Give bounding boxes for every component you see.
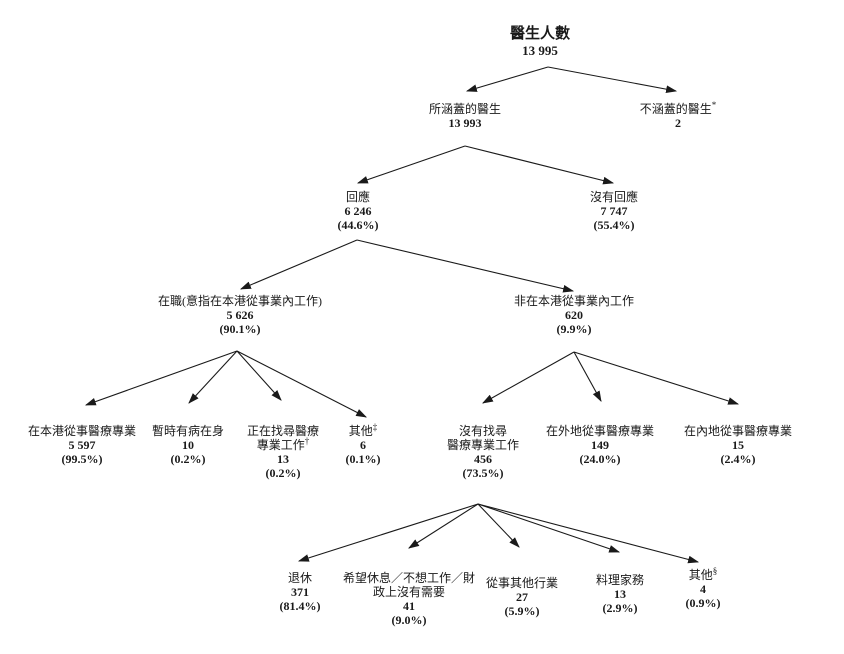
footnote-marker-double-dagger: ‡ <box>372 422 378 432</box>
node-label: 在外地從事醫療專業 <box>545 424 655 438</box>
node-others-bottom: 其他§ 4 (0.9%) <box>685 566 721 611</box>
node-label-line1: 希望休息／不想工作／財 <box>342 571 476 585</box>
node-responded: 回應 6 246 (44.6%) <box>338 190 379 232</box>
node-label: 在內地從事醫療專業 <box>683 424 793 438</box>
node-value: 149 <box>590 438 609 452</box>
node-value: 371 <box>291 585 309 599</box>
node-percent: (0.2%) <box>170 452 206 466</box>
node-percent: (81.4%) <box>279 599 321 613</box>
node-label: 退休 <box>287 571 312 585</box>
node-seeking-medical-work: 正在找尋醫療 專業工作† 13 (0.2%) <box>247 424 319 480</box>
node-value: 27 <box>515 590 528 604</box>
footnote-marker-asterisk: * <box>711 100 717 110</box>
node-practising-overseas: 在外地從事醫療專業 149 (24.0%) <box>546 424 654 466</box>
node-retired: 退休 371 (81.4%) <box>280 571 321 613</box>
node-value: 620 <box>564 308 583 322</box>
edge-working-tempill <box>188 350 238 404</box>
edge-notworking-mainland <box>573 351 740 405</box>
node-not-seeking-medical-work: 沒有找尋 醫療專業工作 456 (73.5%) <box>447 424 519 480</box>
node-value: 6 246 <box>344 204 372 218</box>
node-value: 10 <box>181 438 194 452</box>
node-no-response: 沒有回應 7 747 (55.4%) <box>590 190 638 232</box>
edge-working-seeking <box>236 350 282 401</box>
footnote-marker-section: § <box>712 566 718 576</box>
node-value: 4 <box>700 582 706 596</box>
node-label-line1: 正在找尋醫療 <box>246 424 320 438</box>
node-percent: (9.9%) <box>556 322 592 336</box>
node-label: 從事其他行業 <box>485 576 559 590</box>
node-value: 6 <box>360 438 366 452</box>
edge-responded-working <box>239 239 358 290</box>
node-value: 41 <box>402 599 415 613</box>
node-percent: (2.9%) <box>602 601 638 615</box>
node-percent: (5.9%) <box>504 604 540 618</box>
edge-working-practisinghk <box>84 350 238 406</box>
node-percent: (9.0%) <box>391 613 427 627</box>
node-value: 13 993 <box>448 116 482 130</box>
node-value: 456 <box>473 452 492 466</box>
edge-notseeking-otherbottom <box>477 503 700 564</box>
node-temporarily-ill: 暫時有病在身 10 (0.2%) <box>152 424 224 466</box>
node-value: 5 626 <box>226 308 254 322</box>
edge-notworking-notseeking <box>482 351 575 404</box>
node-percent: (0.9%) <box>685 596 721 610</box>
node-other-industry: 從事其他行業 27 (5.9%) <box>486 576 558 618</box>
node-label: 回應 <box>345 190 370 204</box>
node-value: 13 <box>613 587 626 601</box>
node-label: 在本港從事醫療專業 <box>27 424 137 438</box>
node-value: 13 995 <box>522 43 558 58</box>
edge-notseeking-housework <box>477 503 621 553</box>
node-percent: (55.4%) <box>593 218 635 232</box>
node-label: 沒有回應 <box>589 190 639 204</box>
edge-notseeking-otherindustry <box>477 503 520 548</box>
node-label: 在職(意指在本港從事業內工作) <box>158 294 322 308</box>
node-percent: (44.6%) <box>337 218 379 232</box>
node-percent: (99.5%) <box>61 452 103 466</box>
node-label: 料理家務 <box>595 573 645 587</box>
node-label: 其他‡ <box>348 422 378 439</box>
node-housework: 料理家務 13 (2.9%) <box>596 573 644 615</box>
node-label-line1: 沒有找尋 <box>458 424 508 438</box>
node-value: 13 <box>276 452 289 466</box>
node-percent: (24.0%) <box>579 452 621 466</box>
node-percent: (0.2%) <box>265 466 301 480</box>
node-practising-in-hk: 在本港從事醫療專業 5 597 (99.5%) <box>28 424 136 466</box>
node-label: 所涵蓋的醫生 <box>428 102 502 116</box>
node-wish-to-rest: 希望休息／不想工作／財 政上沒有需要 41 (9.0%) <box>343 571 475 627</box>
node-value: 2 <box>674 116 681 130</box>
node-label-line2: 政上沒有需要 <box>372 585 446 599</box>
node-value: 7 747 <box>600 204 628 218</box>
node-percent: (2.4%) <box>720 452 756 466</box>
node-percent: (0.1%) <box>345 452 381 466</box>
edge-notseeking-retired <box>297 503 479 562</box>
node-percent: (73.5%) <box>462 466 504 480</box>
node-total-doctors: 醫生人數 13 995 <box>510 26 570 58</box>
edge-covered-responded <box>356 145 466 184</box>
node-label: 其他§ <box>688 566 718 583</box>
node-not-covered-doctors: 不涵蓋的醫生* 2 <box>639 100 717 131</box>
edge-working-otheractive <box>236 350 367 418</box>
node-practising-mainland: 在內地從事醫療專業 15 (2.4%) <box>684 424 792 466</box>
node-label-line2: 醫療專業工作 <box>446 438 520 452</box>
node-covered-doctors: 所涵蓋的醫生 13 993 <box>429 102 501 130</box>
node-label-line2: 專業工作† <box>256 436 310 453</box>
edge-notworking-overseas <box>573 351 602 402</box>
edge-covered-noresponse <box>464 145 615 185</box>
node-label: 暫時有病在身 <box>151 424 225 438</box>
edge-notseeking-wishrest <box>408 503 479 549</box>
node-value: 5 597 <box>68 438 96 452</box>
node-label: 不涵蓋的醫生* <box>639 100 717 117</box>
node-value: 15 <box>731 438 744 452</box>
footnote-marker-dagger: † <box>304 436 310 446</box>
edge-responded-notworking <box>356 239 575 293</box>
node-percent: (90.1%) <box>219 322 261 336</box>
edge-total-covered <box>465 66 549 92</box>
node-working-in-hk: 在職(意指在本港從事業內工作) 5 626 (90.1%) <box>158 294 322 336</box>
node-label: 非在本港從事業內工作 <box>513 294 635 308</box>
node-not-working-in-hk: 非在本港從事業內工作 620 (9.9%) <box>514 294 634 336</box>
edge-total-notcovered <box>547 66 678 93</box>
node-label: 醫生人數 <box>509 26 571 42</box>
node-others-active: 其他‡ 6 (0.1%) <box>345 422 381 467</box>
